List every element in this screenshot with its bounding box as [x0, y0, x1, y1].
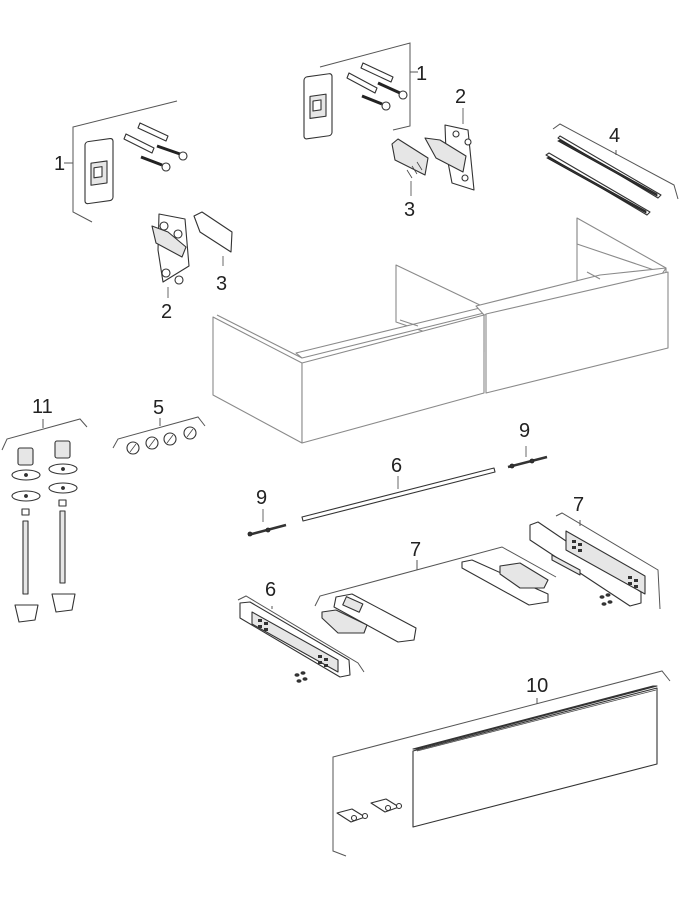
synchronisation-rod — [301, 467, 496, 522]
trim-strips — [545, 123, 679, 216]
callout-label-4: 4 — [609, 125, 620, 147]
wall-bracket-set-left — [64, 100, 188, 223]
callout-label-9b: 9 — [519, 420, 530, 442]
callout-label-1b: 1 — [416, 63, 427, 85]
callout-label-10: 10 — [526, 675, 548, 697]
callout-label-1a: 1 — [54, 153, 65, 175]
callout-label-6b: 7 — [573, 494, 584, 516]
callout-label-3a: 3 — [216, 273, 227, 295]
callout-label-5: 5 — [153, 397, 164, 419]
callout-label-3b: 3 — [404, 199, 415, 221]
callout-label-8: 6 — [391, 455, 402, 477]
rod-coupler-left — [247, 509, 287, 537]
fixing-bolt-set — [1, 418, 88, 623]
drawer-runner-left — [237, 595, 365, 683]
callout-label-7: 7 — [410, 539, 421, 561]
suspension-fitting-right — [424, 108, 475, 191]
suspension-fitting-left — [151, 213, 190, 298]
callout-label-2a: 2 — [161, 301, 172, 323]
vanity-cabinet — [212, 217, 669, 444]
drawer-front-panel — [332, 670, 671, 857]
wall-bracket-set-right — [303, 42, 418, 140]
callout-label-9a: 9 — [256, 487, 267, 509]
callout-label-11: 11 — [32, 396, 53, 418]
fitting-clip-left — [193, 211, 233, 266]
callout-label-6a: 6 — [265, 579, 276, 601]
drawer-runner-right — [529, 512, 661, 610]
callout-label-2b: 2 — [455, 86, 466, 108]
rod-coupler-right — [507, 446, 548, 469]
drawer-front-brackets — [314, 546, 557, 643]
fitting-clip-right — [391, 138, 429, 196]
cover-caps — [112, 416, 206, 455]
